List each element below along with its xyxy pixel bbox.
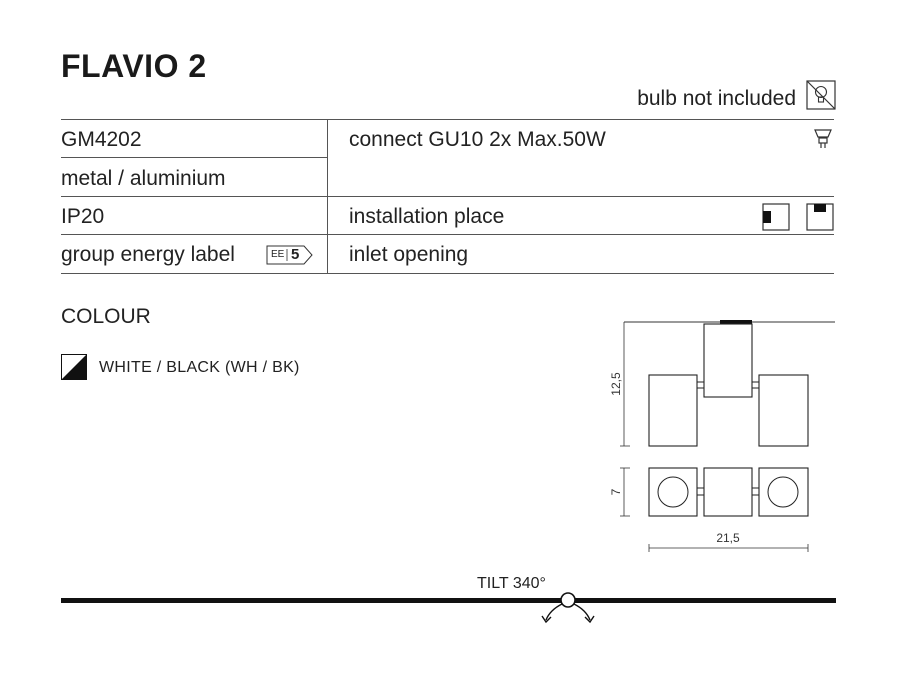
bottom-bar [61,598,836,603]
technical-drawing: 12,5 7 21,5 [609,320,835,552]
tilt-label: TILT 340° [477,575,546,592]
table-top-rule [61,119,834,120]
table-bottom-rule [61,273,834,274]
ceiling-mount-icon [806,203,834,231]
table-rule [61,157,327,158]
installation-place: installation place [349,205,505,228]
energy-label-badge: EE 5 [266,245,314,265]
top-left-spot [648,467,698,517]
ip-rating: IP20 [61,205,105,228]
height-dimension: 12,5 [609,372,623,396]
gu10-bulb-icon [814,129,832,148]
energy-badge-prefix: EE [271,249,285,260]
center-spot [703,323,753,398]
energy-badge-value: 5 [291,246,300,263]
right-joint [751,381,760,389]
top-left-lens [657,476,689,508]
top-right-spot [758,467,809,517]
top-right-lens [767,476,799,508]
left-spot [648,374,698,447]
colour-heading: COLOUR [61,305,151,328]
table-rule [61,234,834,235]
depth-dimension: 7 [609,488,623,495]
product-code: GM4202 [61,128,142,151]
no-bulb-icon [806,80,836,110]
wall-mount-icon [762,203,790,231]
material: metal / aluminium [61,167,226,190]
white-black-swatch-icon [61,354,87,380]
left-joint [696,381,705,389]
table-rule [61,196,834,197]
inlet-opening: inlet opening [349,243,469,266]
table-column-divider [327,119,328,273]
energy-label-text: group energy label [61,243,235,266]
energy-label-icon [266,245,313,265]
bulb-not-included-note: bulb not included [637,87,796,110]
mount-base [720,320,752,324]
width-dimension: 21,5 [716,531,740,545]
colour-option: WHITE / BLACK (WH / BK) [99,359,300,376]
product-title: FLAVIO 2 [61,48,207,84]
top-center-body [703,467,753,517]
right-spot [758,374,809,447]
connect-spec: connect GU10 2x Max.50W [349,128,606,151]
tilt-arrows-icon [541,592,595,624]
